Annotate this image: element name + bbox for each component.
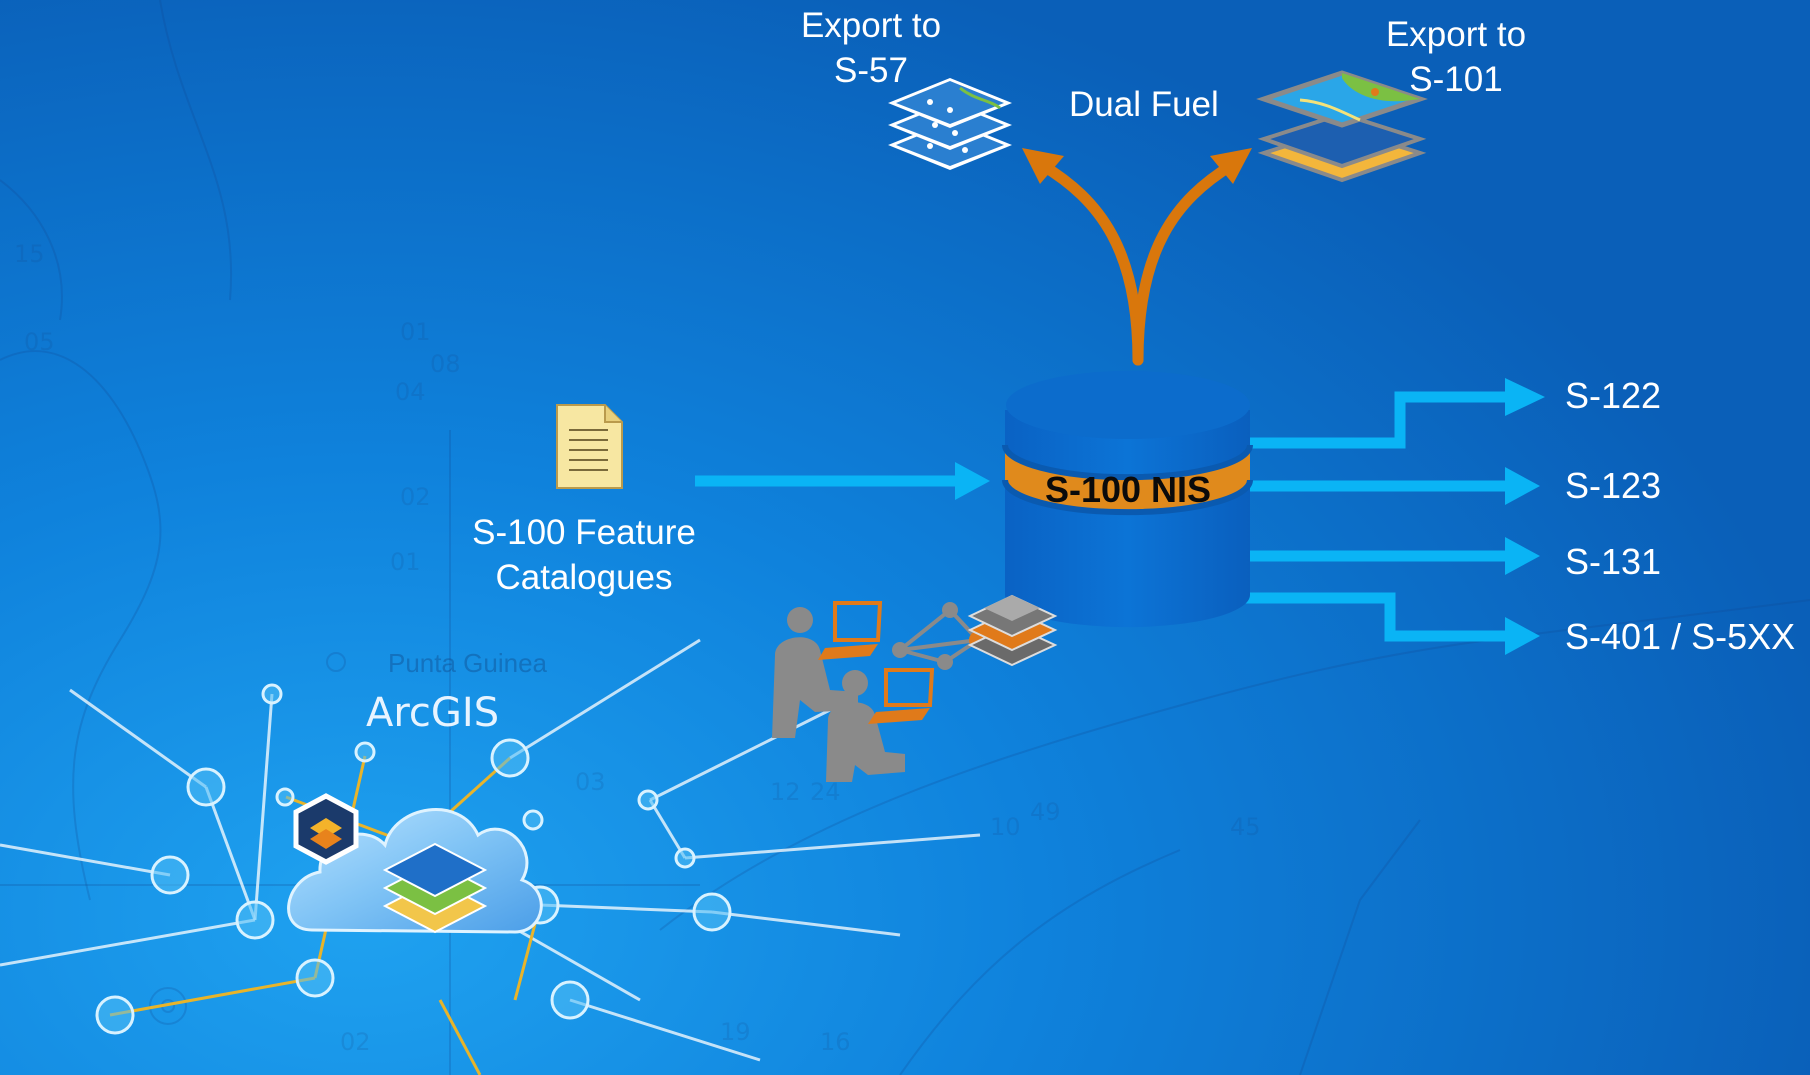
svg-text:12: 12	[770, 778, 801, 806]
export-s101-line1: Export to	[1385, 15, 1527, 54]
svg-text:16: 16	[820, 1028, 851, 1056]
database-label: S-100 NIS	[1044, 469, 1212, 510]
svg-text:02: 02	[340, 1028, 371, 1056]
output-s123: S-123	[1565, 465, 1662, 506]
svg-text:15: 15	[14, 240, 45, 268]
svg-text:01: 01	[390, 548, 421, 576]
svg-text:45: 45	[1230, 813, 1261, 841]
feature-catalogues-label: S-100 Feature Catalogues	[472, 510, 696, 600]
dual-fuel-arrow-right	[1132, 159, 1238, 366]
svg-text:19: 19	[720, 1018, 751, 1046]
output-s401-s5xx: S-401 / S-5XX	[1565, 616, 1796, 657]
export-s57-label: Export to S-57	[801, 3, 941, 93]
export-s57-line1: Export to	[800, 6, 942, 45]
export-s101-line2: S-101	[1409, 60, 1503, 99]
output-s122: S-122	[1565, 375, 1662, 416]
chart-place-name: Punta Guinea	[388, 648, 548, 678]
flow-arrow-s122	[1245, 391, 1505, 449]
svg-text:08: 08	[430, 350, 461, 378]
export-s57-line2: S-57	[834, 51, 908, 90]
svg-text:04: 04	[395, 378, 426, 406]
export-s101-label: Export to S-101	[1386, 12, 1526, 102]
arcgis-label: ArcGIS	[366, 690, 500, 736]
svg-text:03: 03	[575, 768, 606, 796]
feature-catalogues-line1: S-100 Feature	[472, 513, 696, 552]
svg-text:10: 10	[990, 813, 1021, 841]
svg-text:24: 24	[810, 778, 841, 806]
flow-arrow-s401	[1245, 592, 1505, 642]
dual-fuel-label: Dual Fuel	[1069, 85, 1219, 124]
svg-text:01: 01	[400, 318, 431, 346]
svg-text:05: 05	[24, 328, 55, 356]
svg-text:02: 02	[400, 483, 431, 511]
output-s131: S-131	[1565, 541, 1662, 582]
svg-text:49: 49	[1030, 798, 1061, 826]
feature-catalogues-line2: Catalogues	[495, 558, 673, 597]
